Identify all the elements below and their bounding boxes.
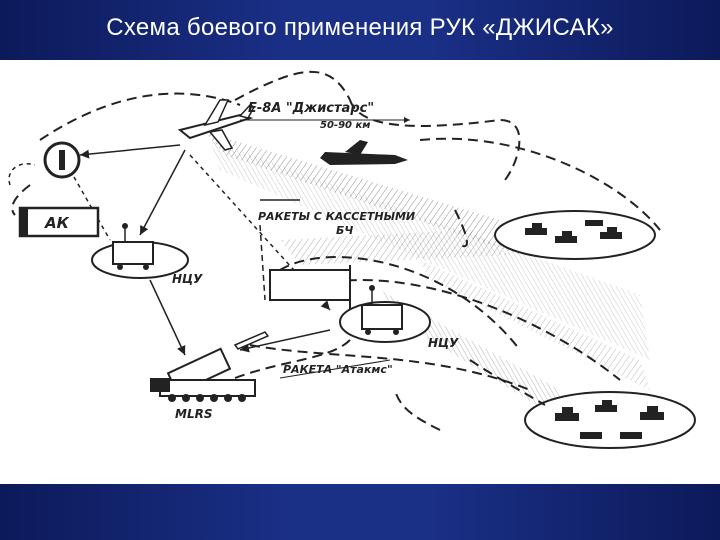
mlrs-label: MLRS <box>175 407 212 421</box>
ncu-right-label: НЦУ <box>428 336 459 350</box>
fighter-jet-icon <box>320 140 408 165</box>
aircraft-label: Е-8А "Джистарс" <box>248 101 374 116</box>
ncu-left-vehicle <box>92 223 188 278</box>
flag-icon <box>270 265 350 320</box>
mlrs-launcher-icon <box>150 349 255 402</box>
ncu-left-label: НЦУ <box>172 272 203 286</box>
title-bar: Схема боевого применения РУК «ДЖИСАК» <box>0 0 720 60</box>
combat-use-diagram: Е-8А "Джистарс" 50-90 км АК НЦУ <box>0 60 720 484</box>
target-area-lower <box>525 392 695 448</box>
atacms-label: РАКЕТА "Атакмс" <box>283 363 393 376</box>
atacms-missile-icon <box>235 332 268 349</box>
ak-label: АК <box>44 214 70 232</box>
footer-bar <box>0 484 720 540</box>
missiles-label-line2: БЧ <box>336 224 353 237</box>
satellite-icon <box>45 143 79 177</box>
missiles-label-line1: РАКЕТЫ С КАССЕТНЫМИ <box>258 210 415 223</box>
slide-title: Схема боевого применения РУК «ДЖИСАК» <box>0 14 720 42</box>
target-area-upper <box>495 211 655 259</box>
range-label: 50-90 км <box>320 120 370 131</box>
